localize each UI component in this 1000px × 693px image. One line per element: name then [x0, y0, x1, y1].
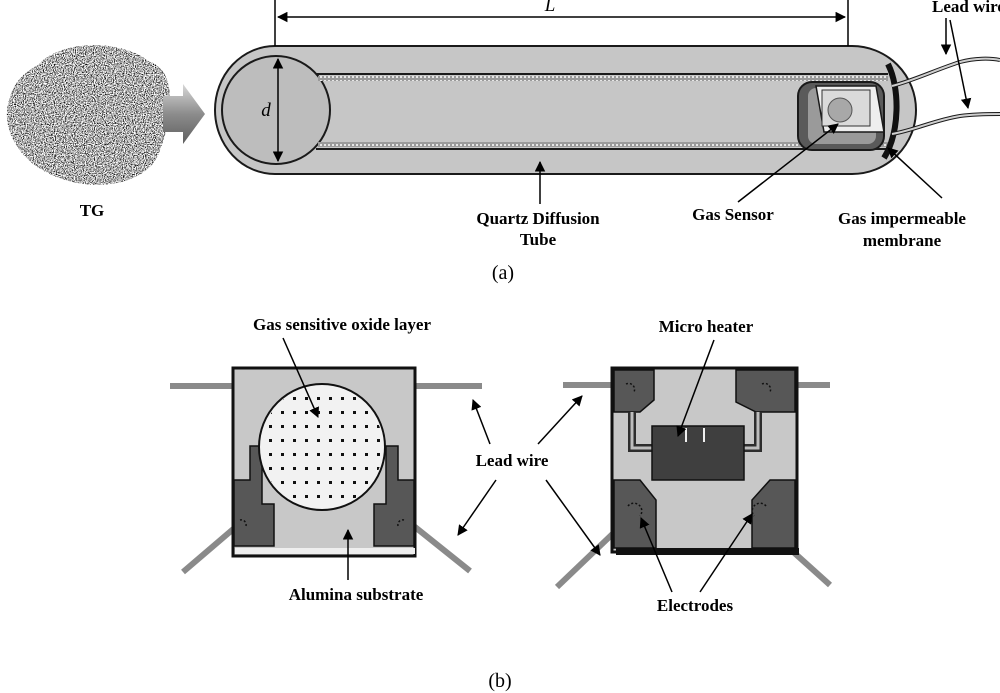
- sensor-top-view: [170, 366, 482, 575]
- tg-sample: [6, 45, 171, 185]
- flow-arrow-icon: [163, 84, 205, 144]
- quartz-tube-label-line1: Quartz Diffusion: [476, 209, 600, 228]
- quartz-tube-label-line2: Tube: [520, 230, 557, 249]
- membrane-label-line2: membrane: [863, 231, 942, 250]
- caption-b: (b): [488, 670, 511, 692]
- diameter-label: d: [261, 100, 271, 121]
- length-label: L: [544, 0, 556, 16]
- lead-wires-label: Lead wires: [932, 0, 1000, 16]
- sensor-bottom-view: [554, 366, 833, 590]
- gas-sensor-chip: [815, 85, 885, 133]
- oxide-layer-label: Gas sensitive oxide layer: [253, 315, 431, 334]
- alumina-substrate-label: Alumina substrate: [289, 585, 424, 604]
- lead-wires-tube: [891, 56, 1000, 136]
- quartz-diffusion-tube: [214, 45, 917, 175]
- lead-wire-label: Lead wire: [476, 451, 549, 470]
- caption-a: (a): [492, 262, 514, 284]
- gas-sensor-label: Gas Sensor: [692, 205, 774, 224]
- length-dimension: [274, 0, 849, 46]
- micro-heater-label: Micro heater: [659, 317, 754, 336]
- tg-label: TG: [80, 201, 105, 220]
- electrodes-label: Electrodes: [657, 596, 734, 615]
- membrane-label-line1: Gas impermeable: [838, 209, 966, 228]
